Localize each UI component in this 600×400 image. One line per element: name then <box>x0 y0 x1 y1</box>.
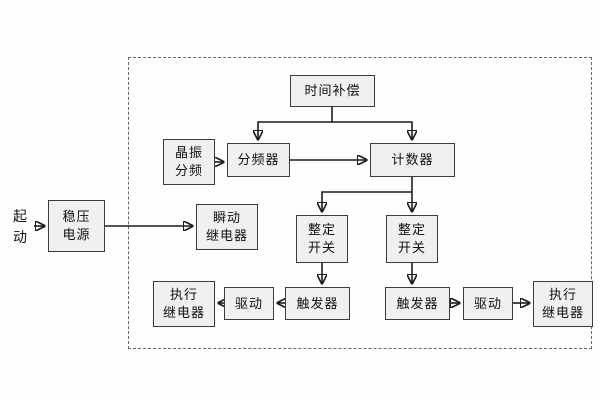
node-exec-relay-left: 执行 继电器 <box>153 281 215 327</box>
node-trigger-right: 触发器 <box>385 287 450 320</box>
node-drive-right: 驱动 <box>463 287 513 320</box>
node-frequency-divider: 分频器 <box>227 143 290 177</box>
arrow-counter-to-switch-left <box>322 191 412 211</box>
node-instant-relay: 瞬动 继电器 <box>196 204 258 250</box>
node-setting-switch-right: 整定 开关 <box>386 215 438 263</box>
dashed-module-frame <box>128 57 592 349</box>
node-setting-switch-left: 整定 开关 <box>296 215 348 263</box>
node-counter: 计数器 <box>370 143 455 177</box>
node-crystal-divider: 晶振 分频 <box>163 139 215 185</box>
arrow-timecomp-to-divider <box>258 107 333 139</box>
arrow-timecomp-to-counter <box>332 121 412 139</box>
node-drive-left: 驱动 <box>224 287 274 320</box>
node-time-compensation: 时间补偿 <box>290 75 375 107</box>
node-voltage-regulator: 稳压 电源 <box>48 200 105 252</box>
start-label: 起 动 <box>13 208 27 245</box>
node-trigger-left: 触发器 <box>285 287 350 320</box>
node-exec-relay-right: 执行 继电器 <box>533 281 593 327</box>
